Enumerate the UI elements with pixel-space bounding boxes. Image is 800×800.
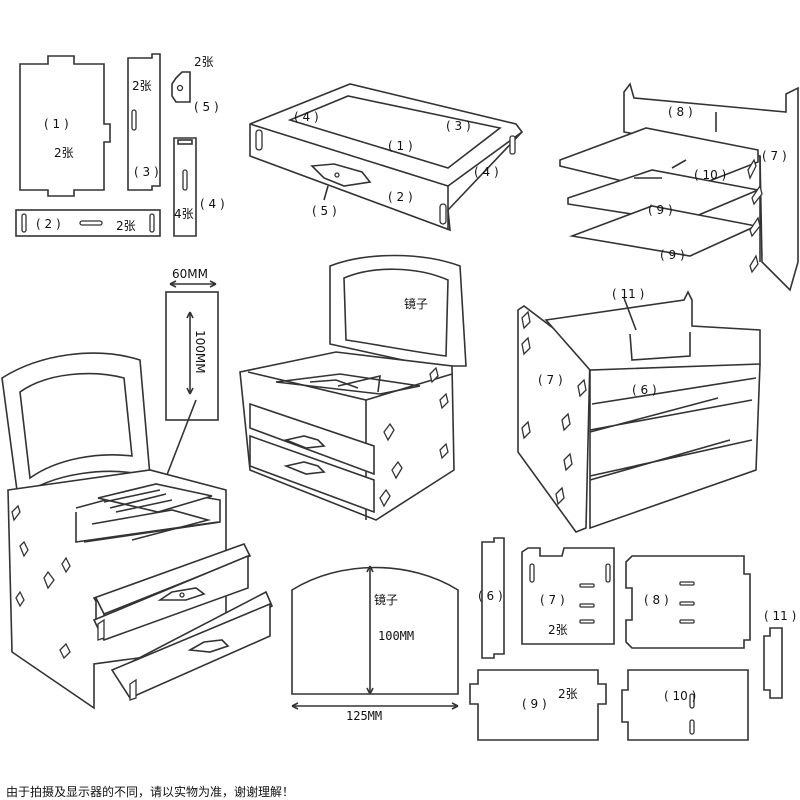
part-1-label: ( 1 ) xyxy=(44,117,69,131)
part-3-label: ( 3 ) xyxy=(134,165,159,179)
part-1-flat: ( 1 ) 2张 xyxy=(19,55,111,197)
part-1-qty: 2张 xyxy=(54,146,74,160)
arch-height: 100MM xyxy=(378,629,414,643)
part-4-qty: 4张 xyxy=(174,207,194,221)
mirror-card-width: 60MM xyxy=(172,267,208,281)
mirror-label: 镜子 xyxy=(404,296,428,311)
part-11-label: ( 11 ) xyxy=(764,609,796,623)
part-7-flat: ( 7 ) 2张 xyxy=(521,547,615,645)
part-8-flat: ( 8 ) xyxy=(625,555,751,649)
part-6-flat: ( 6 ) xyxy=(478,537,505,659)
part-3-qty: 2张 xyxy=(132,79,152,93)
part-3-flat: 2张 ( 3 ) xyxy=(127,53,161,191)
drawer-label-3: ( 3 ) xyxy=(446,119,471,133)
part-2-flat: ( 2 ) 2张 xyxy=(15,209,161,237)
drawer-label-4b: ( 4 ) xyxy=(474,165,499,179)
arch-mirror-label: 镜子 xyxy=(374,592,398,607)
mirror-card: 60MM 100MM xyxy=(157,267,219,499)
part-9-label: ( 9 ) xyxy=(522,697,547,711)
part-5-label: ( 5 ) xyxy=(194,100,219,114)
shelf-asm-label-11: ( 11 ) xyxy=(612,287,644,301)
drawer-label-4a: ( 4 ) xyxy=(294,110,319,124)
part-9-qty: 2张 xyxy=(558,687,578,701)
part-9-flat: ( 9 ) 2张 xyxy=(469,669,607,741)
arch-width: 125MM xyxy=(346,709,382,723)
mirror-card-height: 100MM xyxy=(193,330,207,374)
shelf-label-10: ( 10 ) xyxy=(694,168,726,182)
shelf-label-9a: ( 9 ) xyxy=(648,203,673,217)
part-2-label: ( 2 ) xyxy=(36,217,61,231)
shelf-asm-label-7: ( 7 ) xyxy=(538,373,563,387)
part-5-qty: 2张 xyxy=(194,55,214,69)
part-4-flat: 4张 ( 4 ) xyxy=(173,137,225,237)
part-5-flat: 2张 ( 5 ) xyxy=(171,55,219,114)
part-10-label: ( 10 ) xyxy=(664,689,696,703)
shelf-label-7: ( 7 ) xyxy=(762,149,787,163)
footer-note: 由于拍摄及显示器的不同，请以实物为准，谢谢理解！ xyxy=(6,785,295,799)
jewelry-box-center: 镜子 xyxy=(239,254,467,521)
shelf-asm-label-6: ( 6 ) xyxy=(632,383,657,397)
part-11-flat: ( 11 ) xyxy=(763,609,796,699)
part-8-label: ( 8 ) xyxy=(644,593,669,607)
shelf-label-9b: ( 9 ) xyxy=(660,248,685,262)
shelf-assembled: ( 11 ) ( 7 ) ( 6 ) xyxy=(517,287,761,533)
drawer-label-2: ( 2 ) xyxy=(388,190,413,204)
jewelry-box-left xyxy=(1,352,274,710)
shelf-label-8: ( 8 ) xyxy=(668,105,693,119)
part-7-qty: 2张 xyxy=(548,623,568,637)
shelf-exploded: ( 8 ) ( 7 ) ( 10 ) ( 9 ) ( 9 ) xyxy=(559,82,799,292)
arch-mirror-template: 镜子 100MM 125MM xyxy=(291,565,459,723)
part-7-label: ( 7 ) xyxy=(540,593,565,607)
drawer-label-1: ( 1 ) xyxy=(388,139,413,153)
part-6-label: ( 6 ) xyxy=(478,589,503,603)
drawer-label-5: ( 5 ) xyxy=(312,204,337,218)
part-4-label: ( 4 ) xyxy=(200,197,225,211)
part-10-flat: ( 10 ) xyxy=(621,669,749,741)
drawer-assembly: ( 4 ) ( 3 ) ( 1 ) ( 2 ) ( 4 ) ( 5 ) xyxy=(249,83,524,232)
part-2-qty: 2张 xyxy=(116,219,136,233)
